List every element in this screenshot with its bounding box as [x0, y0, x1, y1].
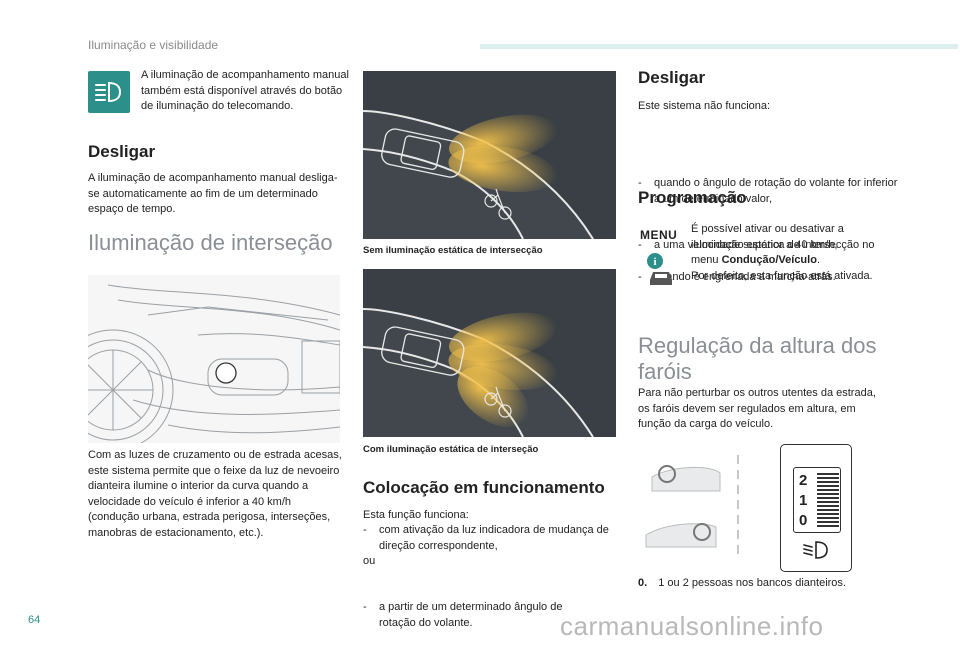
dial-number-1: 1 [799, 492, 808, 509]
desligar-item-1: quando o ângulo de rotação do volante fo… [638, 176, 900, 207]
dial-number-0: 0 [799, 512, 808, 529]
intersection-body-text: Com as luzes de cruzamento ou de estrada… [88, 449, 342, 539]
desligar-item-2: a uma velocidade superior a 40 km/h, [638, 238, 900, 254]
programacao-text: É possível ativar ou desativar a ilumina… [691, 222, 891, 284]
fog-lamp-circle [215, 362, 237, 384]
diagram-without-lighting [362, 71, 616, 240]
car-drawing [381, 326, 465, 376]
cyclist-drawing [484, 386, 512, 418]
regulacao-text: Para não perturbar os outros utentes da … [638, 387, 876, 430]
dial-wheel [817, 473, 839, 527]
header-bar [480, 44, 958, 49]
cyclist-drawing [484, 188, 512, 220]
intro-text: A iluminação de acompanhamento manual ta… [141, 69, 349, 112]
headlamp-icon [95, 81, 122, 103]
programacao-text-1: É possível ativar ou desativar a ilumina… [691, 223, 875, 266]
dial-number-2: 2 [799, 472, 808, 489]
menu-path: Condução/Veículo [721, 254, 817, 266]
watermark: carmanualsonline.info [560, 611, 824, 641]
load-note-text: 1 ou 2 pessoas nos bancos dianteiros. [658, 577, 846, 589]
section-header: Iluminação e visibilidade [88, 38, 219, 52]
menu-label: MENU [640, 228, 678, 242]
diagram-with-lighting [362, 269, 616, 438]
caption-with-lighting: Com iluminação estática de interseção [363, 444, 539, 455]
desligar-intro-right: Este sistema não funciona: [638, 100, 771, 112]
regulacao-heading: Regulação da altura dos faróis [638, 333, 877, 384]
colocacao-item-2: a partir de um determinado ângulo de rot… [363, 600, 601, 631]
caption-without-lighting: Sem iluminação estática de intersecção [363, 245, 543, 256]
headlamp-level-icon [803, 541, 828, 559]
headlamp-adjust-dial: 2 1 0 [780, 444, 852, 572]
desligar-text-left: A iluminação de acompanhamento manual de… [88, 172, 338, 215]
colocacao-intro: Esta função funciona: [363, 509, 469, 521]
vehicle-info-icon: i [646, 252, 676, 288]
fog-lamp-illustration [52, 275, 341, 451]
page-number: 64 [28, 614, 41, 626]
colocacao-ou: ou [363, 555, 376, 567]
programacao-text-2: Por defeito, esta função está ativada. [691, 269, 873, 282]
programacao-text-1-end: . [816, 254, 820, 266]
colocacao-item-1: com ativação da luz indicadora de mudanç… [363, 523, 631, 554]
desligar-item-3: quando é engrenada a marcha-atrás. [638, 270, 900, 286]
programacao-heading: Programação [638, 188, 747, 207]
load-note: 0. 1 ou 2 pessoas nos bancos dianteiros. [638, 576, 846, 592]
desligar-heading-right: Desligar [638, 68, 706, 87]
desligar-heading-left: Desligar [88, 142, 156, 161]
dial-window [793, 467, 841, 533]
follow-me-home-icon-box [88, 71, 130, 113]
colocacao-heading: Colocação em funcionamento [363, 478, 605, 497]
intersection-lighting-heading: Iluminação de interseção [88, 230, 333, 255]
load-note-number: 0. [638, 577, 648, 589]
car-drawing [381, 128, 465, 178]
seat-load-illustration [642, 455, 742, 555]
svg-text:i: i [653, 256, 656, 268]
